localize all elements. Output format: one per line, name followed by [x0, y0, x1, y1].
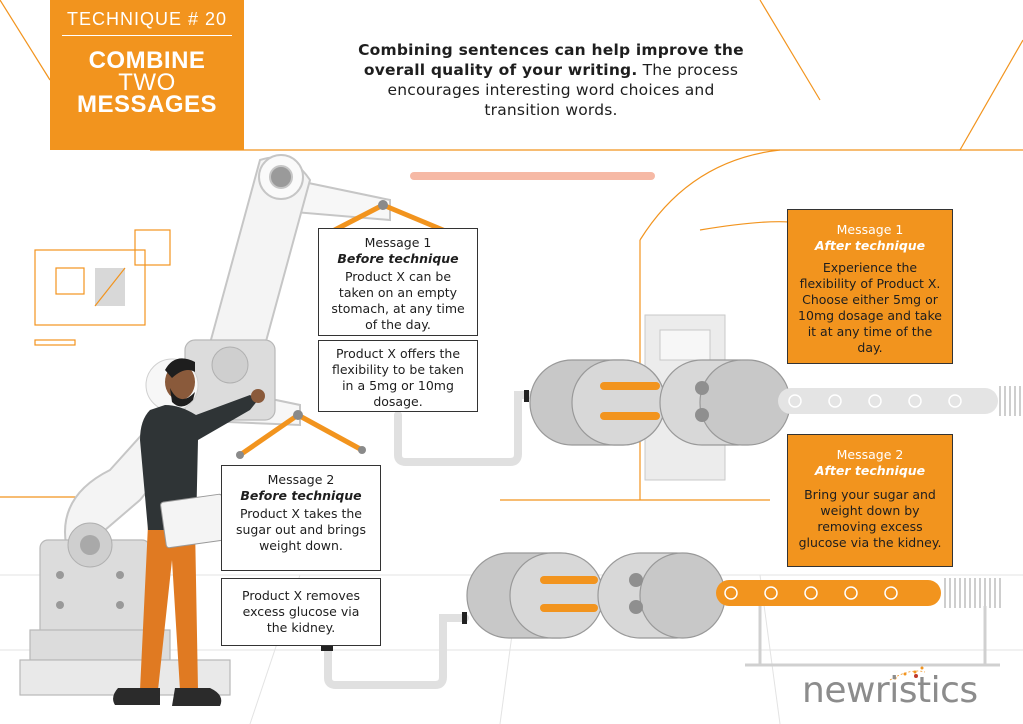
technique-title-line2: TWO [118, 69, 176, 96]
newristics-logo: newristics [802, 670, 978, 711]
message2-after-title: Message 2 [836, 447, 904, 462]
message1-after-text: Experience the flexibility of Product X.… [798, 260, 942, 355]
message2-before-text2: Product X removes excess glucose via the… [242, 588, 360, 635]
message1-after-subtitle: After technique [814, 238, 926, 253]
message1-before-title: Message 1 [364, 235, 432, 250]
message1-after-title: Message 1 [836, 222, 904, 237]
technique-title: COMBINE TWO MESSAGES [50, 36, 244, 118]
message1-before-card: Message 1 Before technique Product X can… [318, 228, 478, 336]
technique-title-line1: COMBINE [88, 47, 206, 74]
message1-after-card: Message 1 After technique Experience the… [787, 209, 953, 364]
message2-before-card: Message 2 Before technique Product X tak… [221, 465, 381, 571]
technique-title-line3: MESSAGES [76, 91, 218, 118]
message2-before-card2: Product X removes excess glucose via the… [221, 578, 381, 646]
message1-before-subtitle: Before technique [337, 251, 459, 266]
message2-before-text: Product X takes the sugar out and brings… [236, 506, 366, 553]
message2-after-text: Bring your sugar and weight down by remo… [798, 487, 942, 550]
message2-after-card: Message 2 After technique Bring your sug… [787, 434, 953, 567]
intro-rest: The process encourages interesting word … [387, 61, 739, 119]
message2-after-subtitle: After technique [814, 463, 926, 478]
intro-text: Combining sentences can help improve the… [356, 40, 746, 120]
intro-bold: Combining sentences can help improve the… [358, 41, 744, 79]
technique-badge: TECHNIQUE # 20 COMBINE TWO MESSAGES [50, 0, 244, 150]
technique-number: TECHNIQUE # 20 [62, 0, 232, 36]
message1-before-card2: Product X offers the flexibility to be t… [318, 340, 478, 412]
message1-before-text2: Product X offers the flexibility to be t… [332, 346, 464, 409]
message1-before-text: Product X can be taken on an empty stoma… [331, 269, 465, 332]
message2-before-title: Message 2 [267, 472, 335, 487]
message2-before-subtitle: Before technique [240, 488, 362, 503]
